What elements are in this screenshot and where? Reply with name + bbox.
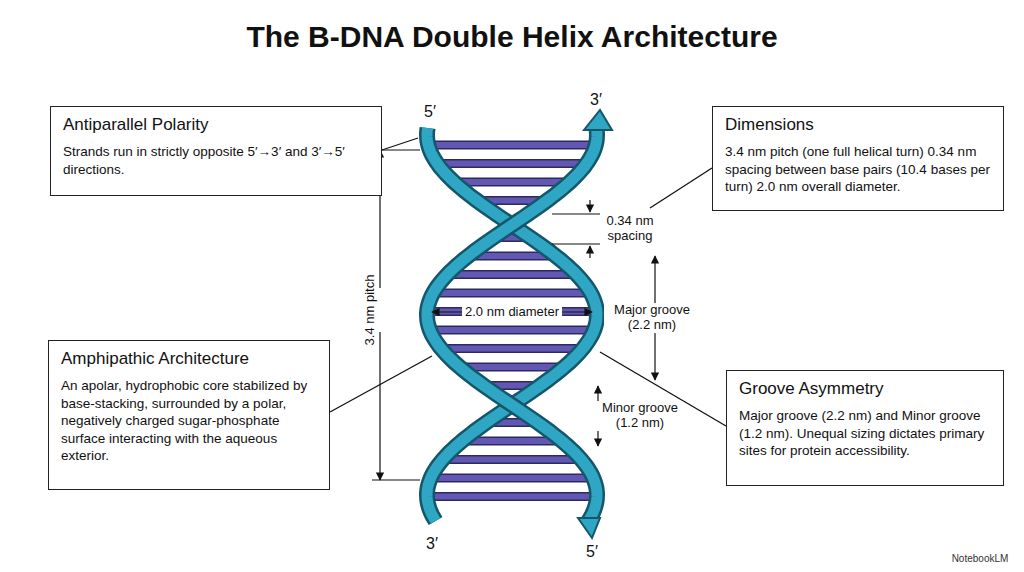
base-pair bbox=[466, 364, 559, 370]
groove-label: Major groove (2.2 nm) bbox=[604, 303, 700, 333]
callout-body: An apolar, hydrophobic core stabilized b… bbox=[61, 377, 317, 465]
base-pair bbox=[436, 327, 588, 333]
base-pair bbox=[434, 141, 589, 150]
strand-end: 3′ bbox=[590, 91, 602, 109]
pitch-dimension bbox=[372, 150, 420, 480]
base-pair bbox=[447, 344, 577, 353]
diagram-title: The B-DNA Double Helix Architecture bbox=[0, 20, 1024, 54]
strand-end: 5′ bbox=[424, 103, 436, 121]
base-pair bbox=[436, 326, 588, 335]
dimension-label: 3.4 nm pitch bbox=[363, 272, 378, 349]
callout-body: Strands run in strictly opposite 5′→3′ a… bbox=[63, 143, 369, 178]
base-pair bbox=[433, 492, 591, 501]
strand bbox=[427, 128, 597, 521]
base-pair bbox=[439, 289, 585, 298]
leader-lines bbox=[330, 138, 726, 426]
base-pair bbox=[437, 475, 588, 481]
base-pair bbox=[474, 253, 550, 259]
callout-body: 3.4 nm pitch (one full helical turn) 0.3… bbox=[725, 143, 991, 196]
base-pair bbox=[447, 346, 577, 352]
callout-heading: Amphipathic Architecture bbox=[61, 349, 317, 369]
strand-end: 3′ bbox=[426, 535, 438, 553]
callout-body: Major groove (2.2 nm) and Minor groove (… bbox=[739, 407, 991, 460]
base-pair bbox=[443, 159, 580, 168]
strand-arrowhead bbox=[578, 518, 600, 538]
watermark: NotebookLM bbox=[952, 553, 1009, 565]
callout-box: Amphipathic Architecture An apolar, hydro… bbox=[48, 340, 330, 490]
groove-label: Minor groove (1.2 nm) bbox=[597, 401, 683, 431]
base-pair bbox=[453, 272, 570, 278]
strand-arrowhead bbox=[584, 110, 612, 130]
callout-box: Dimensions 3.4 nm pitch (one full helical… bbox=[712, 106, 1004, 211]
base-pair bbox=[453, 270, 570, 279]
base-pair bbox=[443, 161, 580, 167]
strand bbox=[427, 128, 597, 521]
base-pair bbox=[466, 363, 559, 372]
base-pair bbox=[468, 438, 556, 444]
callout-heading: Dimensions bbox=[725, 115, 991, 135]
base-pair bbox=[468, 437, 556, 446]
base-pair bbox=[433, 494, 591, 500]
base-pair bbox=[434, 142, 589, 148]
base-pair bbox=[460, 179, 564, 185]
strand-end: 5′ bbox=[586, 543, 598, 561]
strand bbox=[427, 128, 597, 521]
base-pair bbox=[449, 455, 575, 464]
callout-box: Antiparallel PolarityStrands run in stri… bbox=[50, 106, 382, 196]
base-pair bbox=[449, 457, 575, 463]
base-pair bbox=[439, 290, 585, 296]
base-pair bbox=[460, 178, 564, 187]
callout-heading: Groove Asymmetry bbox=[739, 379, 991, 399]
dimension-label: 0.34 nm spacing bbox=[595, 214, 665, 244]
spacing-ticks bbox=[552, 200, 600, 258]
dimension-label: 2.0 nm diameter bbox=[462, 305, 562, 320]
callout-heading: Antiparallel Polarity bbox=[63, 115, 369, 135]
backbone-strands bbox=[427, 110, 612, 538]
strand bbox=[427, 128, 597, 521]
callout-box: Groove AsymmetryMajor groove (2.2 nm) an… bbox=[726, 370, 1004, 486]
base-pair bbox=[437, 474, 588, 483]
